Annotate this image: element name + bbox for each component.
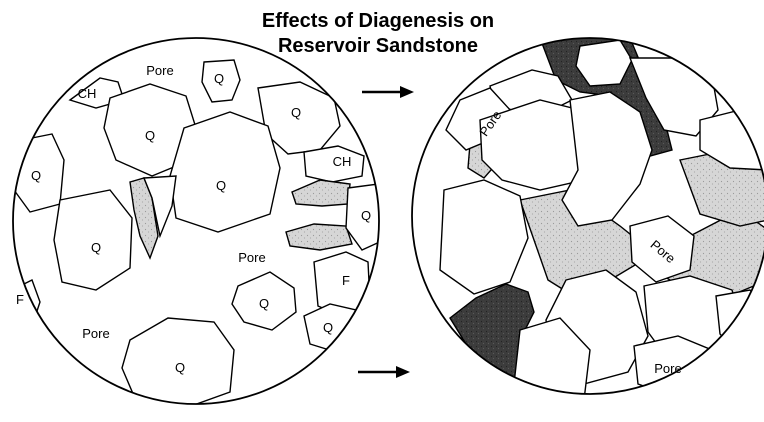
arrow-top [362, 86, 414, 98]
left-thin-section [12, 38, 384, 410]
label-ch-1: CH [78, 86, 97, 101]
grain-q-middle [170, 112, 280, 232]
arrow-bottom [358, 366, 410, 378]
label-q-7: Q [91, 240, 101, 255]
grain-r-bottom-right [716, 290, 764, 356]
label-q-3: Q [145, 128, 155, 143]
title-line-1: Effects of Diagenesis on [262, 10, 494, 32]
label-q-6: Q [361, 208, 371, 223]
grain-r-lower-left [440, 180, 528, 294]
label-q-8: Q [259, 296, 269, 311]
label-pore-3: Pore [82, 326, 109, 341]
label-q-10: Q [175, 360, 185, 375]
label-f-2: F [342, 273, 350, 288]
label-f-1: F [16, 292, 24, 307]
right-thin-section [412, 38, 764, 410]
label-q-1: Q [214, 71, 224, 86]
label-q-9: Q [323, 320, 333, 335]
title-line-2: Reservoir Sandstone [278, 35, 478, 57]
cement-light-right-1 [292, 180, 350, 206]
label-r-pore-3: Pore [654, 361, 681, 376]
label-pore-2: Pore [238, 250, 265, 265]
label-q-4: Q [31, 168, 41, 183]
cement-light-right-2 [286, 224, 352, 250]
label-pore-1: Pore [146, 63, 173, 78]
label-q-2: Q [291, 105, 301, 120]
label-q-5: Q [216, 178, 226, 193]
label-ch-2: CH [333, 154, 352, 169]
